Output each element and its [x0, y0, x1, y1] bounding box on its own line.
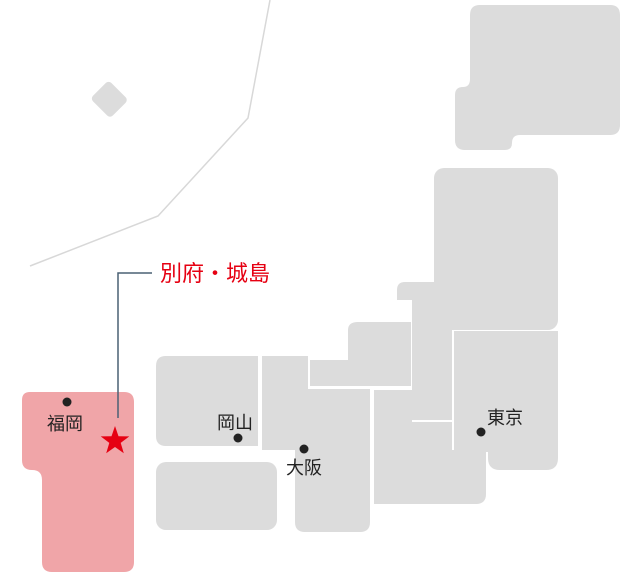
- region-hokkaido: [455, 5, 620, 150]
- small-island: [91, 81, 127, 117]
- region-tohoku: [434, 168, 558, 330]
- city-dot-tokyo: [476, 427, 486, 437]
- region-chugoku: [156, 356, 258, 446]
- region-kinki: [262, 356, 370, 532]
- city-label-osaka: 大阪: [286, 458, 322, 479]
- city-dot-fukuoka: [62, 397, 72, 407]
- city-label-tokyo: 東京: [487, 408, 523, 429]
- city-label-fukuoka: 福岡: [47, 414, 83, 435]
- region-kanto: [454, 331, 558, 470]
- city-dot-okayama: [233, 433, 243, 443]
- star-icon: [100, 426, 130, 454]
- region-tokai: [374, 390, 486, 504]
- region-hokuriku: [310, 322, 411, 386]
- destination-label: 別府・城島: [160, 262, 270, 287]
- city-dot-osaka: [299, 444, 309, 454]
- city-label-okayama: 岡山: [217, 413, 253, 434]
- region-chubu: [397, 282, 452, 420]
- region-shikoku: [156, 462, 277, 530]
- sea-boundary-line: [29, 0, 271, 267]
- destination-leader-line: [117, 272, 152, 418]
